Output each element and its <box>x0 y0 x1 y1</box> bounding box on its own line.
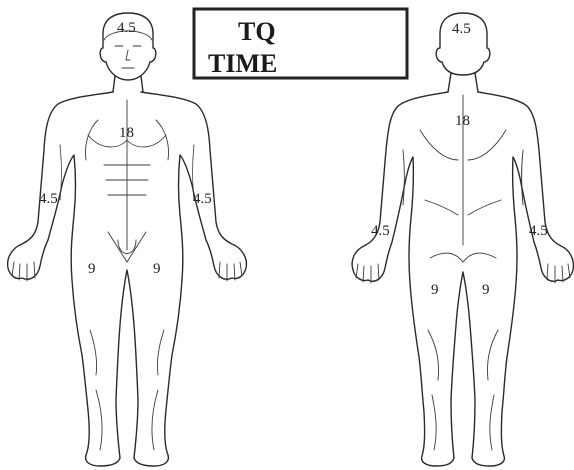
front-left-arm-label: 4.5 <box>39 191 58 207</box>
back-left-leg-label: 9 <box>431 282 439 298</box>
back-trunk-label: 18 <box>455 113 470 129</box>
front-left-leg-label: 9 <box>88 261 96 277</box>
back-figure <box>352 13 573 466</box>
front-neck <box>113 76 143 92</box>
front-figure <box>8 13 247 466</box>
front-face-features <box>115 46 141 68</box>
back-neck <box>448 73 478 92</box>
title-box: TQ TIME <box>194 9 407 78</box>
front-trunk-label: 18 <box>119 125 134 141</box>
back-leg-lines <box>428 330 498 450</box>
front-right-leg-label: 9 <box>153 261 161 277</box>
title-line-2: TIME <box>208 49 277 78</box>
back-right-leg-label: 9 <box>482 282 490 298</box>
back-head-label: 4.5 <box>452 21 471 37</box>
front-head-label: 4.5 <box>117 20 136 36</box>
front-right-arm-label: 4.5 <box>193 191 212 207</box>
back-left-arm-label: 4.5 <box>371 223 390 239</box>
front-region-labels: 4.5 18 4.5 4.5 9 9 <box>39 20 212 277</box>
title-line-1: TQ <box>238 17 276 46</box>
back-right-arm-label: 4.5 <box>529 223 548 239</box>
